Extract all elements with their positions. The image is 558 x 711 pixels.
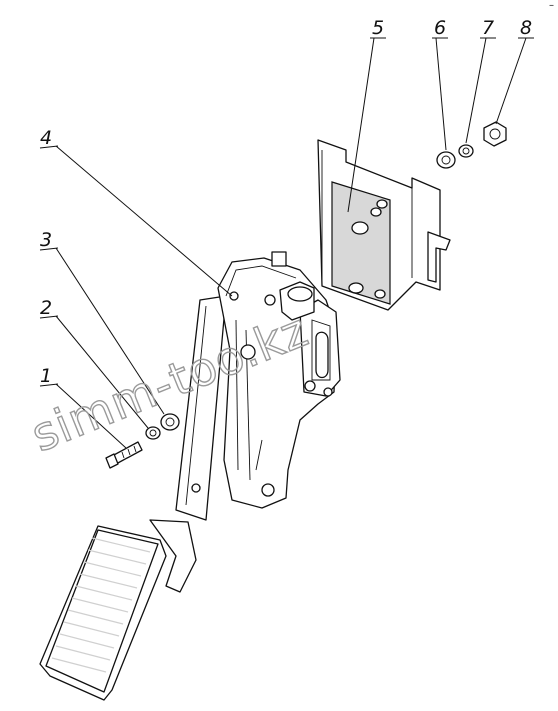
callout-1: 1 [40, 365, 52, 387]
mounting-plate [317, 139, 451, 311]
callout-4: 4 [40, 127, 52, 149]
bolt [105, 441, 143, 469]
leader-lines [39, 37, 534, 449]
callout-8: 8 [520, 17, 532, 39]
callout-2: 2 [40, 297, 52, 319]
callout-5: 5 [372, 17, 384, 39]
spring-washer [145, 426, 161, 440]
callout-6: 6 [434, 17, 446, 39]
spring-washer-upper [458, 144, 474, 158]
callout-7: 7 [482, 17, 494, 39]
flat-washer [160, 413, 180, 431]
pedal-pad [39, 519, 197, 701]
pedal-bracket [217, 251, 341, 509]
pedal-lever [175, 295, 227, 521]
flat-washer-upper [436, 151, 456, 169]
corner-mark: – [549, 0, 554, 11]
callout-3: 3 [40, 229, 52, 251]
nut [483, 121, 507, 147]
